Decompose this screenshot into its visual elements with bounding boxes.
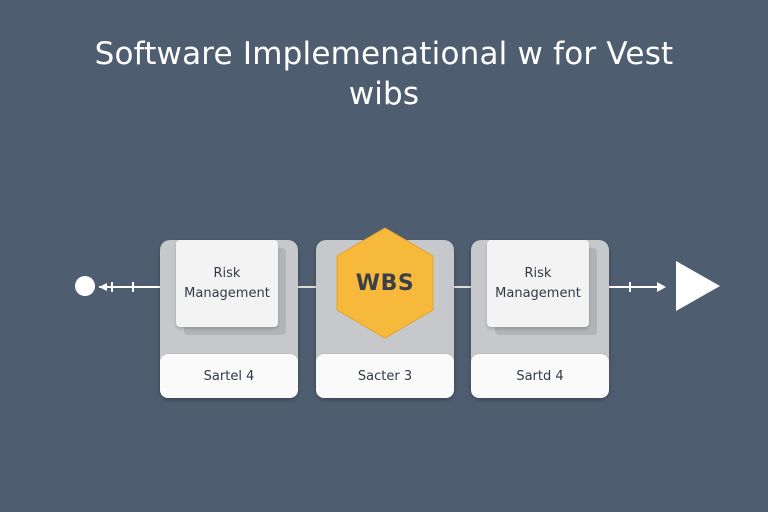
diagram-title: Software Implemenational w for Vest wibs <box>0 34 768 114</box>
stage-footer: Sartd 4 <box>471 354 609 398</box>
risk-management-card: Risk Management <box>487 240 589 327</box>
card-line-2: Management <box>495 285 581 301</box>
hexagon-shape <box>336 227 434 339</box>
hexagon-label: WBS <box>355 270 415 296</box>
end-connector-arrowhead <box>657 282 666 292</box>
title-line-2: wibs <box>348 76 420 112</box>
stage-2: WBS Sacter 3 <box>316 227 454 398</box>
card-line-1: Risk <box>524 265 552 281</box>
risk-management-card: Risk Management <box>176 240 278 327</box>
stage-1: Risk Management Sartel 4 <box>160 240 298 398</box>
stage-3: Risk Management Sartd 4 <box>471 240 609 398</box>
wbs-hexagon: WBS <box>333 226 437 340</box>
start-circle-icon <box>75 276 95 296</box>
stage-footer: Sacter 3 <box>316 354 454 398</box>
title-line-1: Software Implemenational w for Vest <box>94 36 674 72</box>
end-arrow-icon <box>676 261 720 311</box>
card-line-1: Risk <box>213 265 241 281</box>
start-connector-arrowhead <box>99 283 107 291</box>
card-line-2: Management <box>184 285 270 301</box>
stage-footer: Sartel 4 <box>160 354 298 398</box>
